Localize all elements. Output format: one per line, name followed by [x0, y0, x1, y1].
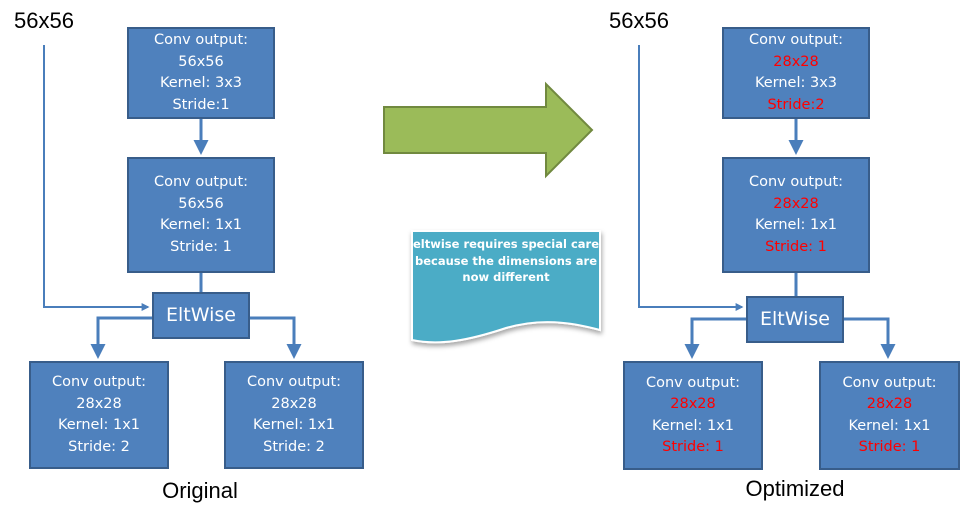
optimized-caption: Optimized	[745, 476, 845, 501]
optimized-input-size-label: 56x56	[609, 8, 669, 33]
original-skip-connection-arrow	[43, 45, 150, 311]
original-eltwise-to-left-conv-arrow	[90, 316, 152, 359]
original-connectors	[43, 45, 302, 359]
box-line: 56x56	[178, 53, 224, 70]
original-input-size-label: 56x56	[14, 8, 74, 33]
box-line: Conv output:	[748, 32, 844, 48]
box-line: Conv output:	[153, 32, 249, 48]
box-line: 28x28	[271, 395, 317, 412]
box-line: Kernel: 1x1	[57, 417, 141, 433]
changed-box-line: 28x28	[773, 195, 819, 212]
original-eltwise-to-right-conv-arrow	[250, 316, 302, 359]
box-line: Kernel: 3x3	[159, 75, 243, 91]
box-line: Stride: 2	[263, 438, 325, 455]
box-line: 56x56	[178, 195, 224, 212]
optimized-connectors	[638, 45, 896, 359]
box-line: Conv output:	[246, 374, 342, 390]
note-text: eltwise requires special care because th…	[413, 237, 599, 284]
box-line: Kernel: 1x1	[848, 417, 931, 434]
optimized-eltwise-label: EltWise	[760, 307, 830, 330]
changed-box-line: 28x28	[866, 396, 913, 412]
box-line: 28x28	[76, 395, 122, 412]
box-line: Kernel: 1x1	[651, 417, 735, 434]
original-eltwise-label: EltWise	[166, 303, 236, 326]
changed-box-line: Stride: 1	[662, 439, 724, 455]
original-eltwise-box[interactable]: EltWise	[152, 292, 250, 339]
box-line: Kernel: 3x3	[754, 75, 838, 91]
box-line: Conv output:	[748, 174, 844, 190]
changed-box-line: Stride:2	[767, 96, 825, 113]
changed-box-line: 28x28	[670, 396, 716, 412]
box-line: Stride: 2	[68, 438, 130, 455]
original-caption: Original	[162, 478, 238, 503]
box-line: Conv output:	[51, 374, 147, 390]
changed-box-line: Stride: 1	[765, 238, 827, 255]
box-line: Kernel: 1x1	[159, 217, 243, 233]
box-line: Kernel: 1x1	[754, 217, 838, 233]
box-line: Conv output:	[153, 174, 249, 190]
box-line: Stride: 1	[170, 238, 232, 255]
changed-box-line: 28x28	[773, 53, 819, 70]
optimized-eltwise-to-right-conv-arrow	[844, 317, 896, 359]
optimized-eltwise-box[interactable]: EltWise	[746, 296, 844, 343]
box-line: Kernel: 1x1	[252, 417, 336, 433]
box-line: Conv output:	[645, 374, 741, 391]
optimized-eltwise-to-left-conv-arrow	[684, 317, 746, 359]
box-line: Stride:1	[172, 96, 230, 113]
transform-arrow-icon	[383, 81, 594, 179]
note-shape	[411, 230, 601, 344]
changed-box-line: Stride: 1	[858, 439, 921, 455]
optimized-skip-connection-arrow	[638, 45, 744, 311]
box-line: Conv output:	[842, 374, 937, 391]
